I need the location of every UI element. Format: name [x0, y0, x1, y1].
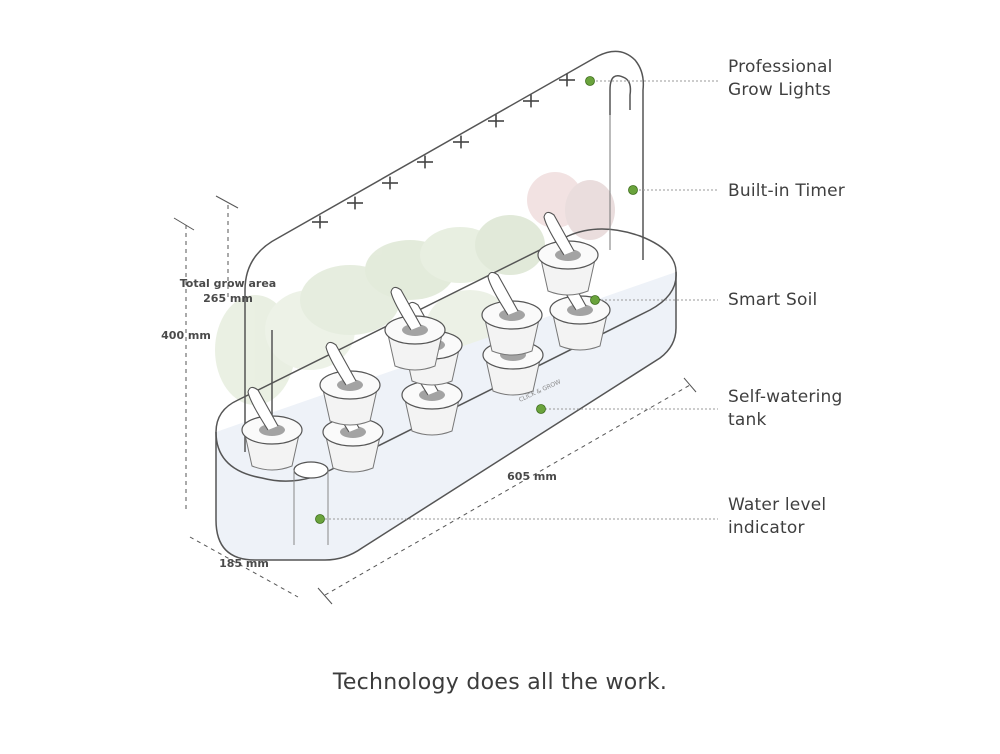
callout-dots: [315, 76, 638, 524]
grow-light-cross: [417, 155, 433, 169]
grow-light-markers: [312, 73, 575, 229]
plant-pod: [481, 271, 543, 356]
tank-label: Self-watering tank: [728, 387, 843, 430]
grow-light-cross: [347, 196, 363, 210]
grow-light-cross: [523, 94, 539, 108]
length-dimension: 605 mm: [507, 470, 557, 483]
depth-dimension: 185 mm: [219, 557, 269, 570]
plant-pod: [241, 386, 303, 471]
plant-pod: [319, 341, 381, 426]
water-level-label: Water level indicator: [728, 495, 827, 538]
grow-light-cross: [559, 73, 575, 87]
timer-dot: [628, 185, 638, 195]
plant-pod: [537, 211, 599, 296]
grow-light-cross: [312, 215, 328, 229]
plant-foliage: [215, 172, 615, 405]
plant-pods: [241, 211, 611, 473]
grow-area-dimension: Total grow area 265 mm: [179, 277, 277, 305]
callout-leaders: [321, 80, 718, 520]
grow-lights-label: Professional Grow Lights: [728, 57, 833, 100]
soil-dot: [590, 295, 600, 305]
dimension-lines: [173, 195, 697, 605]
timer-label: Built-in Timer: [728, 181, 845, 201]
grow-lights-dot: [585, 76, 595, 86]
plant-pod: [384, 286, 446, 371]
grow-light-cross: [488, 114, 504, 128]
tagline: Technology does all the work.: [332, 670, 668, 695]
soil-label: Smart Soil: [728, 290, 818, 310]
water-level-dot: [315, 514, 325, 524]
tank-dot: [536, 404, 546, 414]
grow-light-cross: [382, 176, 398, 190]
height-dimension: 400 mm: [161, 329, 211, 342]
grow-light-cross: [453, 135, 469, 149]
